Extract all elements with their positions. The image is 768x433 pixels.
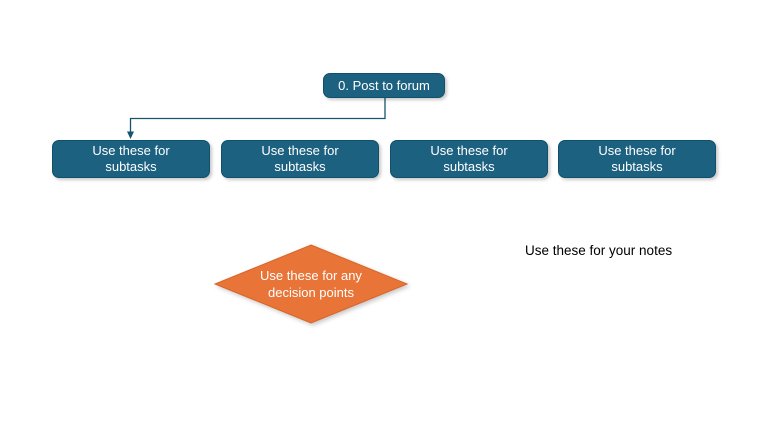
node-post-to-forum[interactable]: 0. Post to forum [323, 73, 445, 98]
arrowhead-icon [127, 131, 134, 139]
diamond-shape [213, 244, 409, 324]
node-subtask-3[interactable]: Use these for subtasks [390, 140, 548, 178]
node-label: Use these for subtasks [261, 143, 339, 174]
node-label: Use these for subtasks [598, 143, 676, 174]
node-label: Use these for subtasks [92, 143, 170, 174]
node-label-wrap: Use these for any decision points [213, 243, 409, 325]
node-decision-diamond[interactable]: Use these for any decision points [213, 243, 409, 325]
node-label: Use these for any decision points [260, 268, 362, 300]
connector-arrow[interactable] [127, 97, 386, 140]
node-label: 0. Post to forum [338, 77, 430, 93]
node-subtask-2[interactable]: Use these for subtasks [221, 140, 379, 178]
node-subtask-1[interactable]: Use these for subtasks [52, 140, 210, 178]
node-subtask-4[interactable]: Use these for subtasks [558, 140, 716, 178]
note-text-element[interactable]: Use these for your notes [525, 243, 673, 258]
node-label: Use these for subtasks [430, 143, 508, 174]
